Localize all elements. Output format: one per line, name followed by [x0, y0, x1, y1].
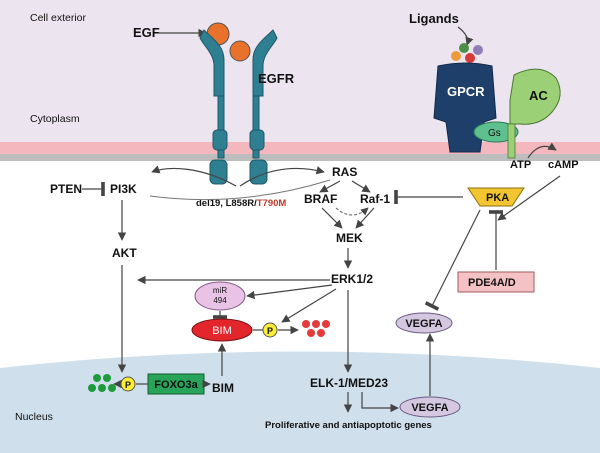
pi3k-label: PI3K	[110, 182, 137, 196]
atp-camp-arrow	[527, 142, 557, 159]
gs-protein	[473, 121, 519, 143]
ac-anchor	[507, 123, 516, 159]
ras-label: RAS	[332, 165, 357, 179]
nucleus-label: Nucleus	[15, 411, 53, 423]
membrane-inner	[0, 154, 600, 161]
ac-label: AC	[529, 88, 548, 103]
erk-label: ERK1/2	[331, 272, 373, 286]
cell-exterior-label: Cell exterior	[30, 12, 87, 24]
nucleus-region	[0, 351, 600, 453]
mir494-line1: miR	[213, 286, 227, 295]
ligand-dot-orange	[451, 51, 461, 61]
bim-cyto-label: BIM	[212, 325, 232, 337]
mir494-line2: 494	[213, 296, 227, 305]
akt-label: AKT	[112, 246, 137, 260]
cytoplasm-label: Cytoplasm	[30, 113, 80, 125]
ac-enzyme	[509, 68, 561, 125]
raf1-mek-arrow	[355, 207, 375, 229]
camp-pka-arrow	[497, 175, 561, 221]
mek-label: MEK	[336, 231, 363, 245]
atp-label: ATP	[510, 159, 531, 171]
mutations-prefix: del19, L858R/	[196, 198, 257, 209]
egfr-receptor	[199, 29, 278, 185]
pka-label: PKA	[486, 192, 509, 204]
erk-phospho-arrow	[281, 288, 337, 323]
egfr-label: EGFR	[258, 71, 295, 86]
egfr-pi3k-arrow	[151, 165, 237, 187]
braf-raf1-dashed-arrow	[335, 207, 369, 216]
egfr-mutations-label: del19, L858R/T790M	[196, 198, 286, 209]
ligand-dot-red	[465, 53, 475, 63]
erk-mir494-arrow	[246, 284, 333, 300]
pka-inhibits-vegfa	[424, 209, 481, 311]
cell-exterior-region	[0, 0, 600, 142]
pten-label: PTEN	[50, 182, 82, 196]
bim-nuc-label: BIM	[212, 381, 234, 395]
egfr-ras-arrow	[239, 166, 325, 187]
elk1-vegfa-arrow	[361, 392, 399, 413]
vegfa-cyto-label: VEGFA	[405, 318, 442, 330]
pde4-label: PDE4A/D	[468, 277, 516, 289]
egf-bound-circle	[229, 40, 251, 62]
degraded-foxo-dots	[88, 374, 116, 392]
genes-label: Proliferative and antiapoptotic genes	[265, 420, 432, 431]
ras-raf1-arrow	[351, 180, 371, 193]
ligands-arrow	[457, 26, 474, 46]
raf1-label: Raf-1	[360, 192, 390, 206]
gs-label: Gs	[488, 128, 501, 139]
braf-mek-arrow	[321, 207, 343, 229]
pi3k-ras-connector	[149, 179, 331, 201]
foxo3a-label: FOXO3a	[154, 379, 198, 391]
degraded-bim-dots	[302, 320, 330, 337]
ligands-label: Ligands	[409, 11, 459, 26]
vegfa-nuc-label: VEGFA	[411, 402, 448, 414]
mutation-t790m: T790M	[257, 198, 287, 209]
braf-label: BRAF	[304, 192, 337, 206]
elk1-label: ELK-1/MED23	[310, 376, 388, 390]
ligand-dot-purple	[473, 45, 483, 55]
gpcr-label: GPCR	[447, 84, 485, 99]
pde4-node	[457, 271, 535, 293]
pka-node	[467, 187, 525, 207]
ligand-dot-green	[459, 43, 469, 53]
vegfa-nuc-node	[399, 396, 461, 418]
phospho-foxo-circle	[120, 376, 136, 392]
bim-cyto-node	[191, 318, 253, 342]
phospho-bim-circle	[262, 322, 278, 338]
phospho-foxo-label: P	[125, 380, 131, 390]
egf-label: EGF	[133, 25, 160, 40]
camp-label: cAMP	[548, 159, 579, 171]
mir494-node	[194, 281, 246, 311]
vegfa-cyto-node	[395, 312, 453, 334]
phospho-bim-label: P	[267, 326, 273, 336]
ras-braf-arrow	[319, 180, 341, 193]
